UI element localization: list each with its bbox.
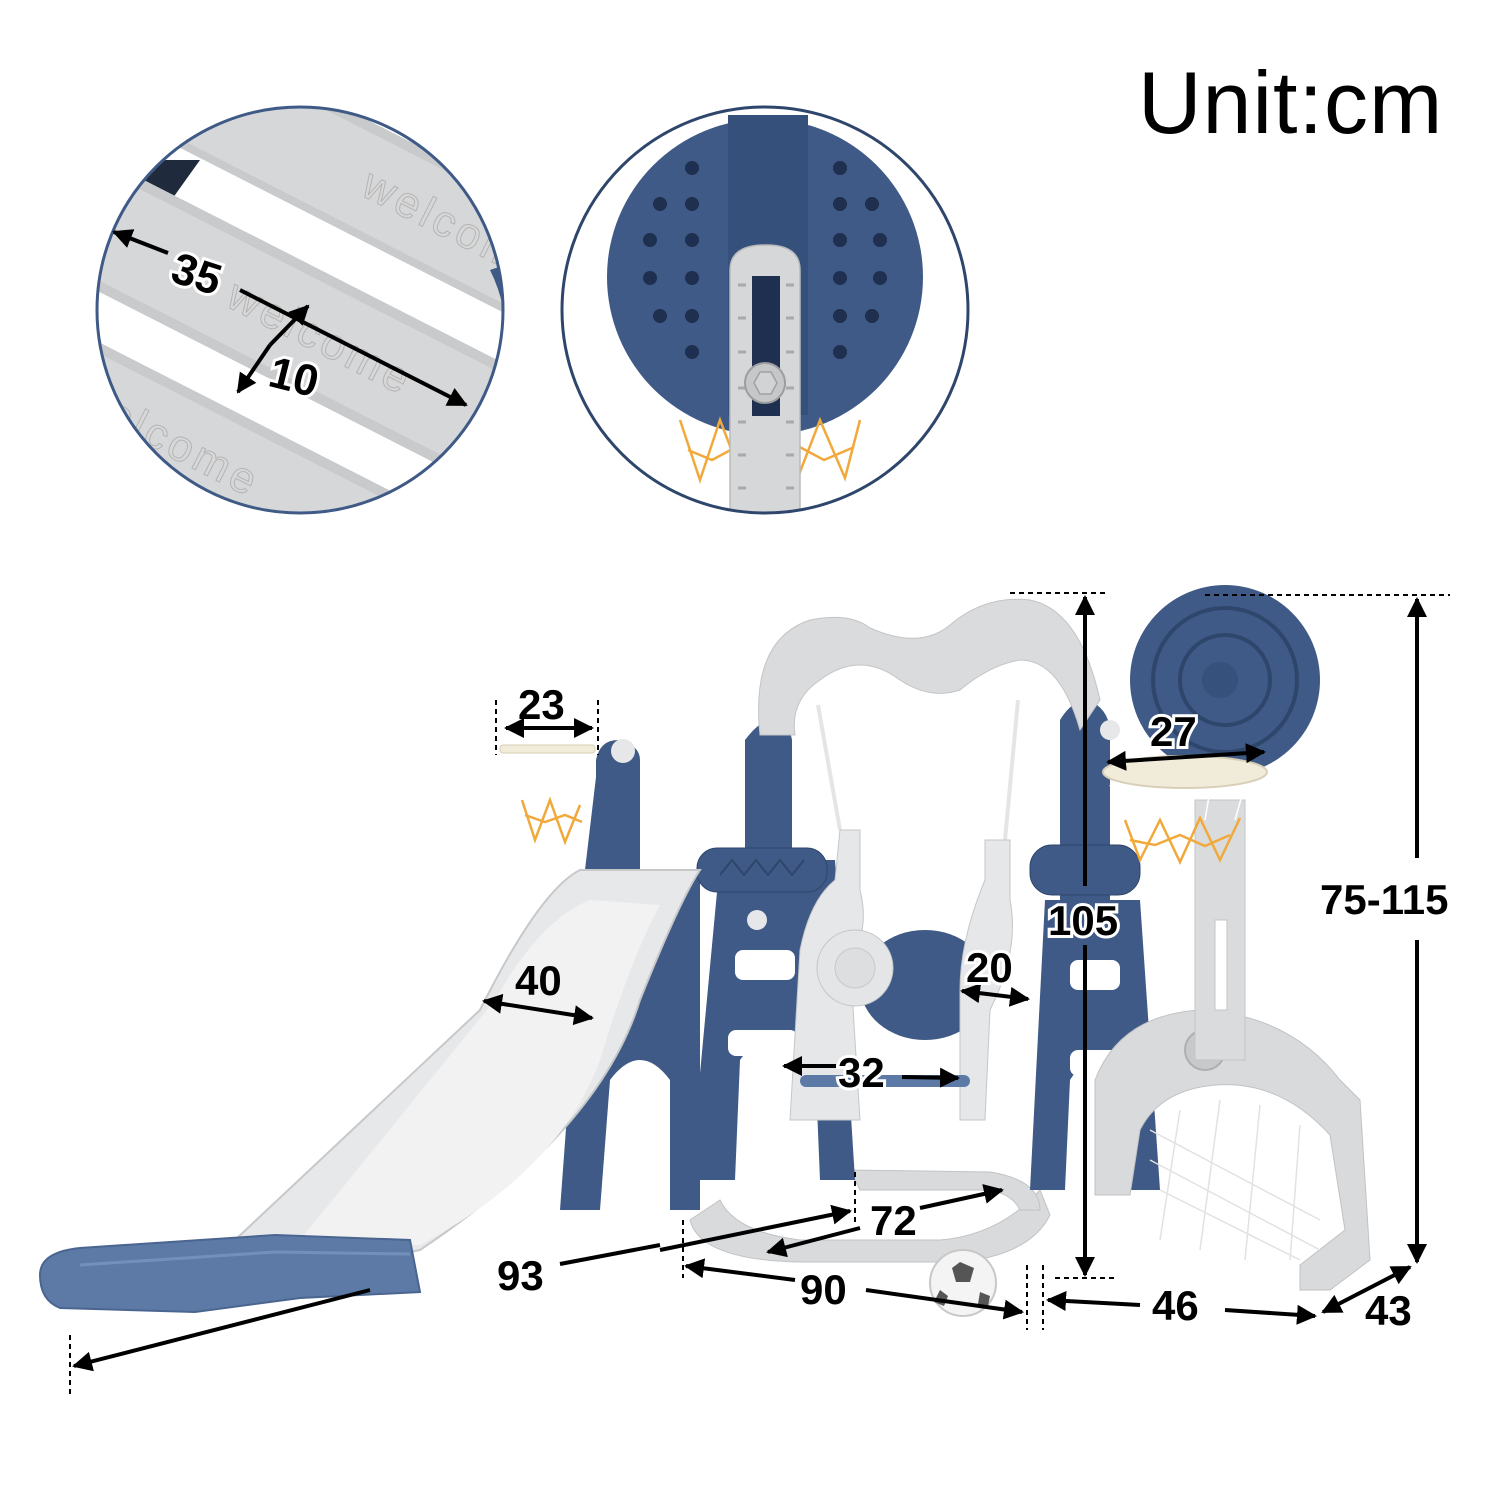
unit-label: Unit:cm	[1138, 53, 1444, 152]
dim-goal-width: 46	[1152, 1282, 1199, 1329]
dim-goal-depth: 43	[1365, 1287, 1412, 1334]
inset-ladder-step: welcome welcome welcome 35 10	[95, 105, 505, 515]
inset-backboard	[560, 105, 970, 515]
dim-slide-width: 40	[515, 957, 562, 1004]
dim-base-width: 90	[800, 1266, 847, 1313]
large-hoop-net	[1123, 815, 1242, 865]
dim-large-hoop: 27	[1150, 708, 1197, 755]
dim-slide-length: 93	[497, 1252, 544, 1299]
dim-seat-depth: 20	[966, 944, 1013, 991]
dim-seat-width: 32	[838, 1049, 885, 1096]
dim-base-depth: 72	[870, 1197, 917, 1244]
dim-hoop-height: 75-115	[1320, 876, 1448, 923]
backboard-holes	[643, 161, 887, 359]
dimension-annotations: 23 27 40 20 32 105 75-115	[69, 592, 1450, 1395]
dim-frame-height: 105	[1048, 897, 1118, 944]
goal-net	[1149, 1099, 1321, 1261]
dim-small-hoop: 23	[518, 681, 565, 728]
small-hoop-net	[520, 796, 583, 846]
main-product	[38, 585, 1371, 1317]
